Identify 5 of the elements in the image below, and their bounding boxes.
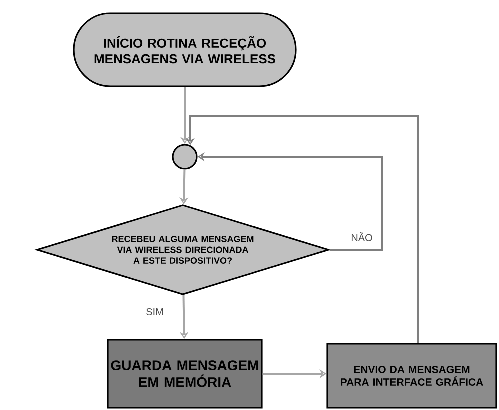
process-box: GUARDA MENSAGEM EM MEMÓRIA <box>107 339 263 409</box>
process-box: ENVIO DA MENSAGEM PARA INTERFACE GRÁFICA <box>326 343 498 409</box>
connector-circle <box>172 144 198 170</box>
edge-label: NÃO <box>350 232 374 242</box>
start-terminal: INÍCIO ROTINA RECEÇÃO MENSAGENS VIA WIRELESS <box>73 12 297 88</box>
